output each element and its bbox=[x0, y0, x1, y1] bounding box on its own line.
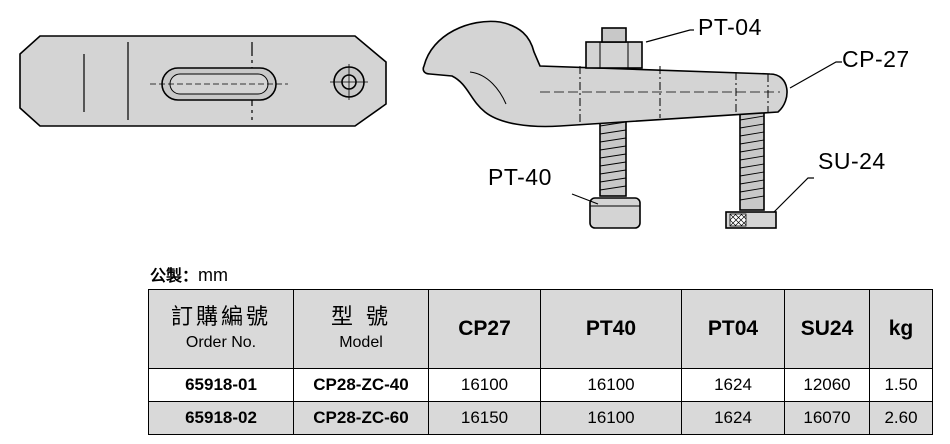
table-row: 65918-01 CP28-ZC-40 16100 16100 1624 120… bbox=[148, 368, 933, 402]
header-kg: kg bbox=[869, 289, 933, 369]
cell-kg: 1.50 bbox=[869, 368, 933, 402]
clamp-side-view bbox=[422, 20, 788, 229]
header-order-no: 訂購編號 Order No. bbox=[148, 289, 294, 369]
cell-pt40: 16100 bbox=[540, 401, 682, 435]
cell-pt40: 16100 bbox=[540, 368, 682, 402]
table-row: 65918-02 CP28-ZC-60 16150 16100 1624 160… bbox=[148, 401, 933, 435]
cell-su24: 16070 bbox=[784, 401, 870, 435]
cell-cp27: 16100 bbox=[428, 368, 541, 402]
cell-su24: 12060 bbox=[784, 368, 870, 402]
cell-cp27: 16150 bbox=[428, 401, 541, 435]
cell-kg: 2.60 bbox=[869, 401, 933, 435]
header-cp27: CP27 bbox=[428, 289, 541, 369]
callout-pt04: PT-04 bbox=[698, 14, 762, 40]
callout-su24: SU-24 bbox=[818, 148, 886, 174]
cell-order-no: 65918-02 bbox=[148, 401, 294, 435]
cell-model: CP28-ZC-40 bbox=[293, 368, 429, 402]
callout-leaders bbox=[571, 29, 842, 213]
header-order-no-en: Order No. bbox=[185, 334, 257, 351]
header-model-cjk: 型 號 bbox=[331, 305, 391, 330]
clamp-top-view bbox=[19, 35, 387, 127]
spec-table: 訂購編號 Order No. 型 號 Model CP27 PT40 PT04 … bbox=[148, 289, 933, 435]
unit-value: mm bbox=[198, 265, 229, 285]
header-order-no-cjk: 訂購編號 bbox=[170, 305, 271, 330]
cell-model: CP28-ZC-60 bbox=[293, 401, 429, 435]
header-model-en: Model bbox=[339, 334, 383, 351]
callout-cp27: CP-27 bbox=[842, 46, 910, 72]
callout-pt40: PT-40 bbox=[488, 164, 552, 190]
cell-pt04: 1624 bbox=[681, 401, 785, 435]
header-su24: SU24 bbox=[784, 289, 870, 369]
header-model: 型 號 Model bbox=[293, 289, 429, 369]
header-pt40: PT40 bbox=[540, 289, 682, 369]
clamp-technical-drawing bbox=[19, 20, 842, 229]
table-header-row: 訂購編號 Order No. 型 號 Model CP27 PT40 PT04 … bbox=[148, 289, 933, 369]
unit-label: 公製： bbox=[150, 266, 199, 285]
cell-order-no: 65918-01 bbox=[148, 368, 294, 402]
unit-note: 公製：mm bbox=[150, 262, 228, 286]
cell-pt04: 1624 bbox=[681, 368, 785, 402]
header-pt04: PT04 bbox=[681, 289, 785, 369]
